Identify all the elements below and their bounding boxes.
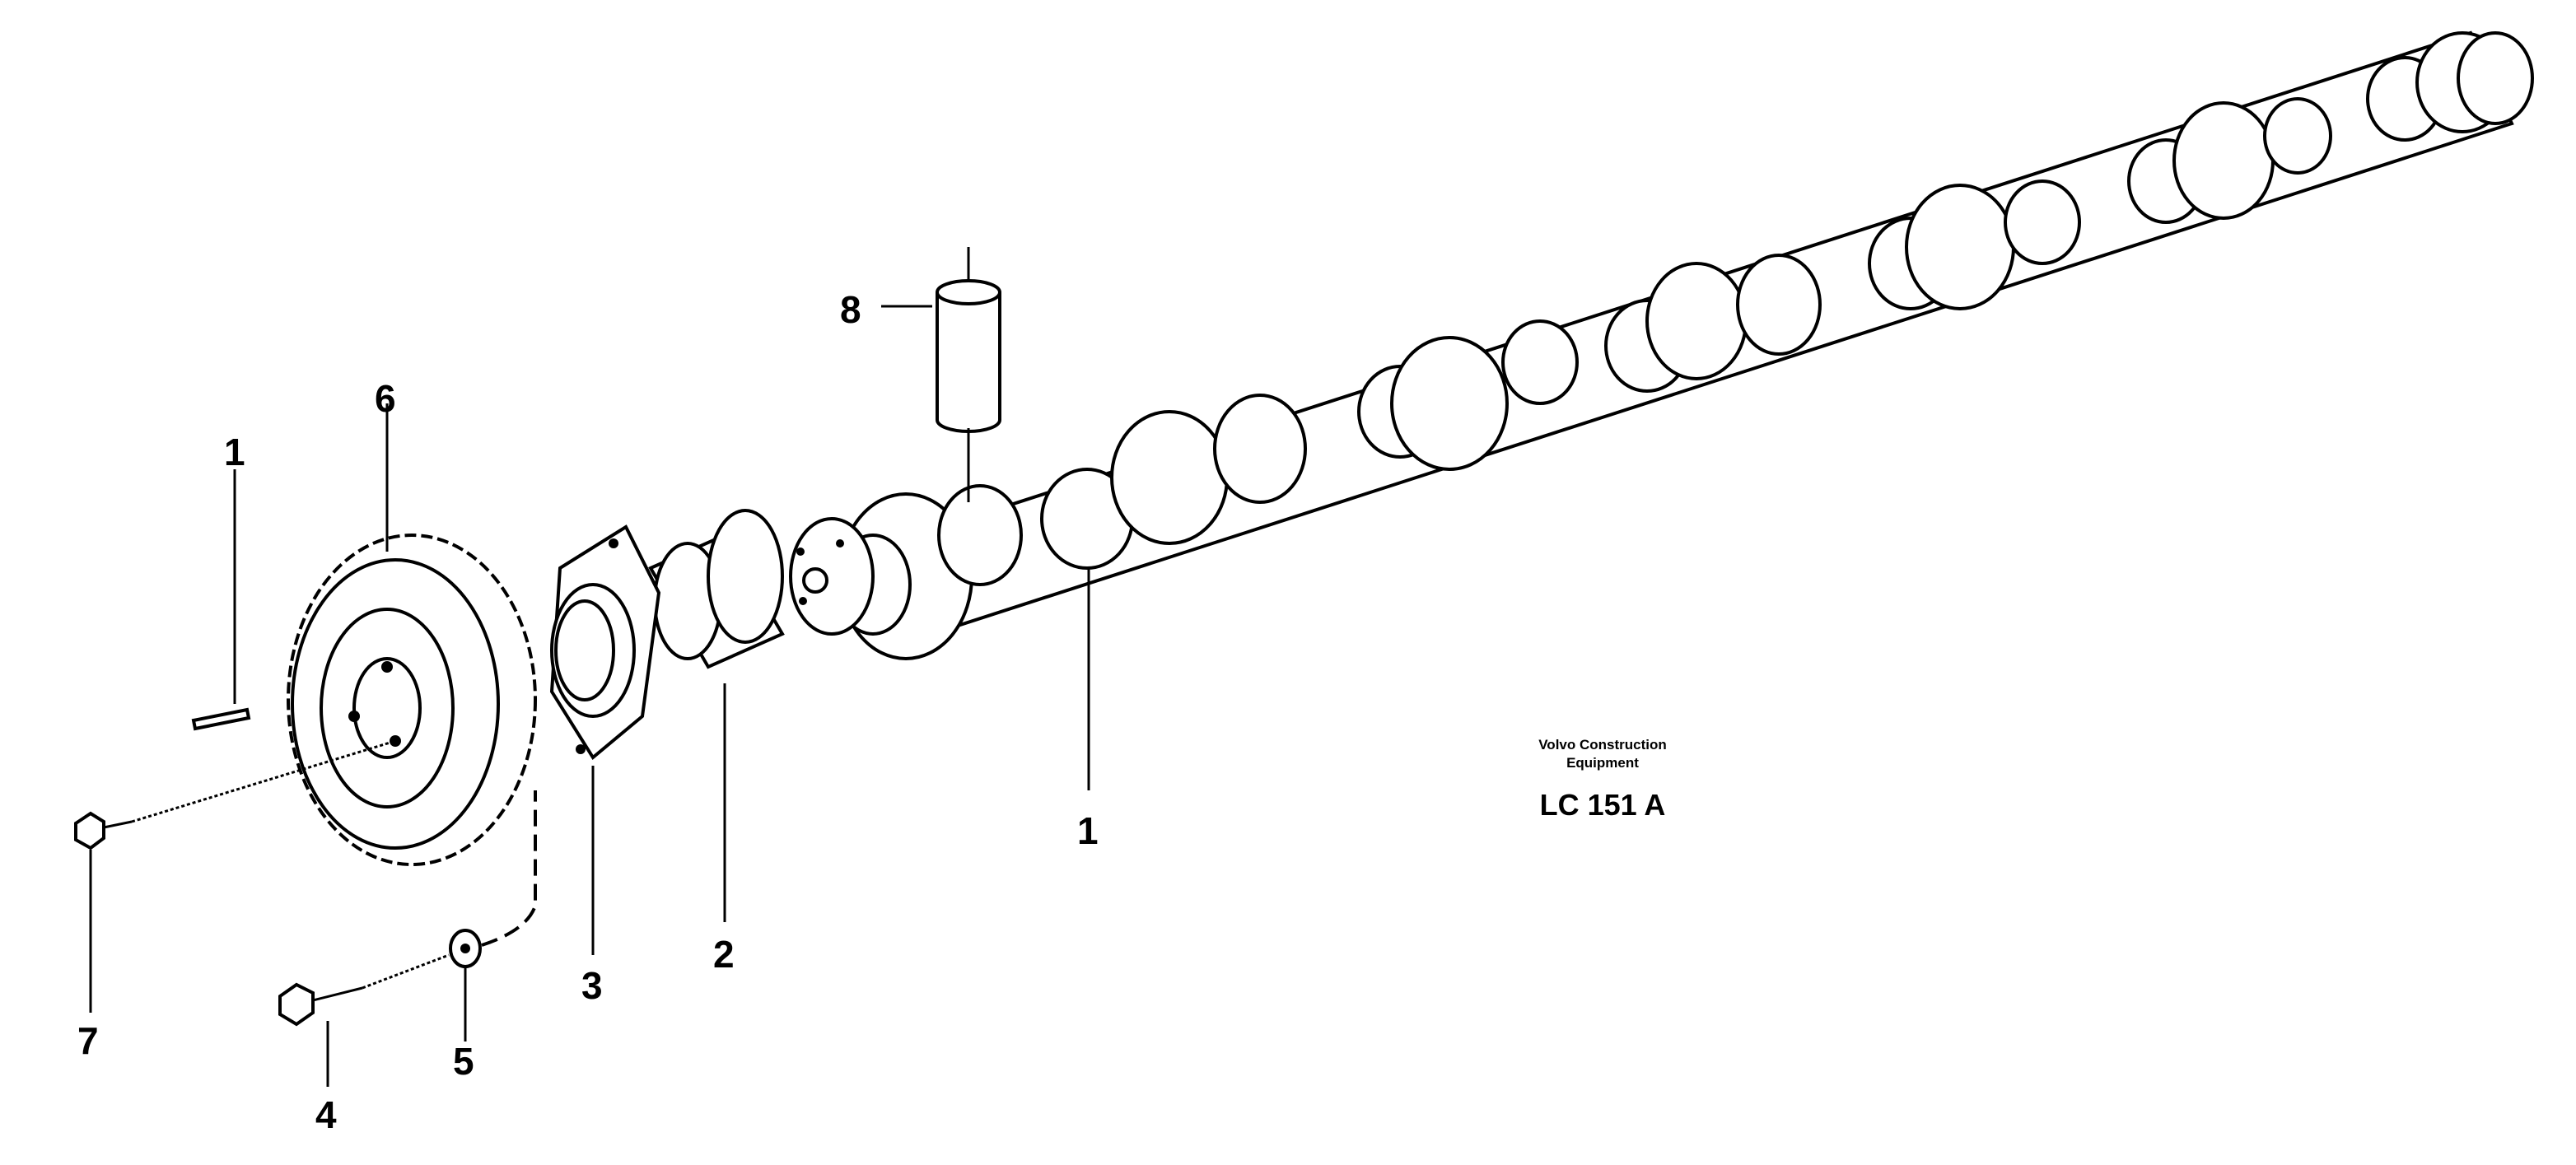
diagram-caption: Volvo Construction Equipment LC 151 A xyxy=(1538,737,1667,822)
callout-gear-screw: 7 xyxy=(77,1019,99,1062)
callout-flange-screw: 4 xyxy=(315,1093,337,1136)
timing-gear xyxy=(287,534,537,866)
gear-screw xyxy=(74,739,396,850)
dowel-pin xyxy=(191,707,251,731)
camshaft-lobes xyxy=(834,31,2534,660)
leader-lines xyxy=(89,305,1090,1087)
reference-code: LC 151 A xyxy=(1540,788,1666,822)
camshaft-front-end xyxy=(789,517,875,636)
callout-sleeve: 2 xyxy=(713,933,735,976)
callout-pin-right: 1 xyxy=(1077,809,1099,852)
callout-thrust-flange: 3 xyxy=(581,964,603,1007)
callout-washer: 5 xyxy=(453,1040,474,1083)
callout-bushing: 8 xyxy=(840,288,861,331)
callout-gear: 6 xyxy=(375,377,396,420)
bushing xyxy=(936,247,1001,502)
caption-org-line2: Equipment xyxy=(1566,755,1639,771)
washer xyxy=(449,929,482,968)
caption-org-line1: Volvo Construction xyxy=(1538,737,1667,753)
thrust-flange xyxy=(549,524,661,761)
callout-pin-left: 1 xyxy=(224,431,245,473)
flange-screw xyxy=(278,953,450,1027)
callout-labels: 8 6 1 1 2 3 7 4 5 xyxy=(77,288,1099,1136)
sleeve xyxy=(648,509,785,669)
camshaft xyxy=(789,30,2534,660)
